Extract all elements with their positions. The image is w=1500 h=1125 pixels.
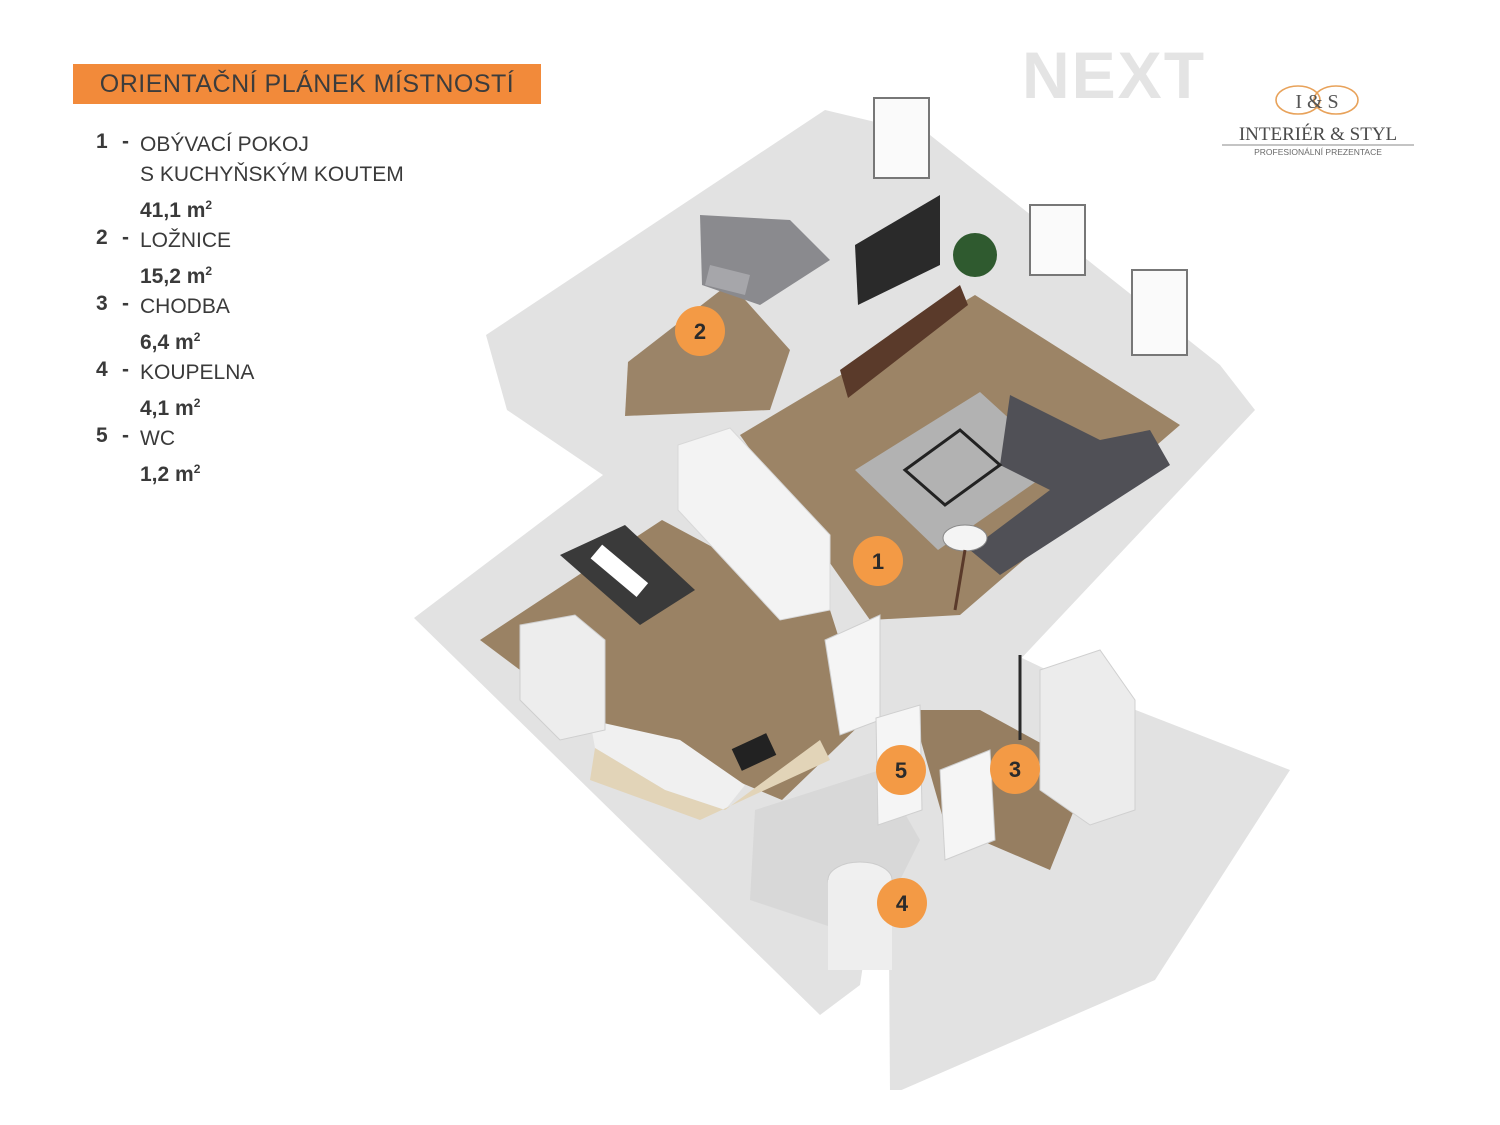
svg-text:3: 3 <box>1009 757 1021 782</box>
legend-dash: - <box>122 424 129 447</box>
title-banner: ORIENTAČNÍ PLÁNEK MÍSTNOSTÍ <box>73 64 541 104</box>
legend-room-name-cont: S KUCHYŇSKÝM KOUTEM <box>140 163 404 186</box>
legend-number: 1 <box>96 130 108 153</box>
next-wordmark: NEXT <box>1022 38 1206 108</box>
svg-text:PROFESIONÁLNÍ PREZENTACE: PROFESIONÁLNÍ PREZENTACE <box>1254 147 1382 157</box>
room-marker-4: 4 <box>877 878 927 928</box>
legend-dash: - <box>122 226 129 249</box>
legend-room-name: LOŽNICE <box>140 229 232 252</box>
legend-item-5: 5 - WC 1,2 m2 <box>96 424 476 490</box>
interier-styl-logo: I & S INTERIÉR & STYL PROFESIONÁLNÍ PREZ… <box>1222 85 1414 157</box>
svg-text:4: 4 <box>896 891 909 916</box>
legend-area: 15,2 m2 <box>140 264 213 288</box>
room-legend: 1 - OBÝVACÍ POKOJ S KUCHYŇSKÝM KOUTEM 41… <box>96 130 476 490</box>
legend-dash: - <box>122 358 129 381</box>
legend-number: 3 <box>96 292 108 315</box>
room-marker-5: 5 <box>876 745 926 795</box>
legend-room-name: OBÝVACÍ POKOJ <box>140 133 309 156</box>
legend-area: 1,2 m2 <box>140 462 201 486</box>
svg-text:1: 1 <box>872 549 884 574</box>
legend-number: 5 <box>96 424 108 447</box>
legend-item-2: 2 - LOŽNICE 15,2 m2 <box>96 226 476 292</box>
plan-title: ORIENTAČNÍ PLÁNEK MÍSTNOSTÍ <box>99 70 515 98</box>
legend-room-name: CHODBA <box>140 295 230 318</box>
legend-item-4: 4 - KOUPELNA 4,1 m2 <box>96 358 476 424</box>
legend-dash: - <box>122 130 129 153</box>
floor-plan: 1 2 3 4 5 <box>414 97 1290 1090</box>
legend-item-1: 1 - OBÝVACÍ POKOJ S KUCHYŇSKÝM KOUTEM 41… <box>96 130 476 226</box>
svg-text:2: 2 <box>694 319 706 344</box>
legend-number: 2 <box>96 226 108 249</box>
legend-area: 6,4 m2 <box>140 330 201 354</box>
legend-area: 41,1 m2 <box>140 198 213 222</box>
svg-text:INTERIÉR & STYL: INTERIÉR & STYL <box>1239 123 1397 145</box>
room-marker-3: 3 <box>990 744 1040 794</box>
svg-text:I & S: I & S <box>1295 91 1338 113</box>
legend-room-name: KOUPELNA <box>140 361 255 384</box>
legend-item-3: 3 - CHODBA 6,4 m2 <box>96 292 476 358</box>
room-marker-2: 2 <box>675 306 725 356</box>
svg-text:5: 5 <box>895 758 907 783</box>
legend-number: 4 <box>96 358 108 381</box>
legend-dash: - <box>122 292 129 315</box>
legend-room-name: WC <box>140 427 175 450</box>
next-logo: NEXT <box>1022 38 1206 108</box>
room-marker-1: 1 <box>853 536 903 586</box>
legend-area: 4,1 m2 <box>140 396 201 420</box>
